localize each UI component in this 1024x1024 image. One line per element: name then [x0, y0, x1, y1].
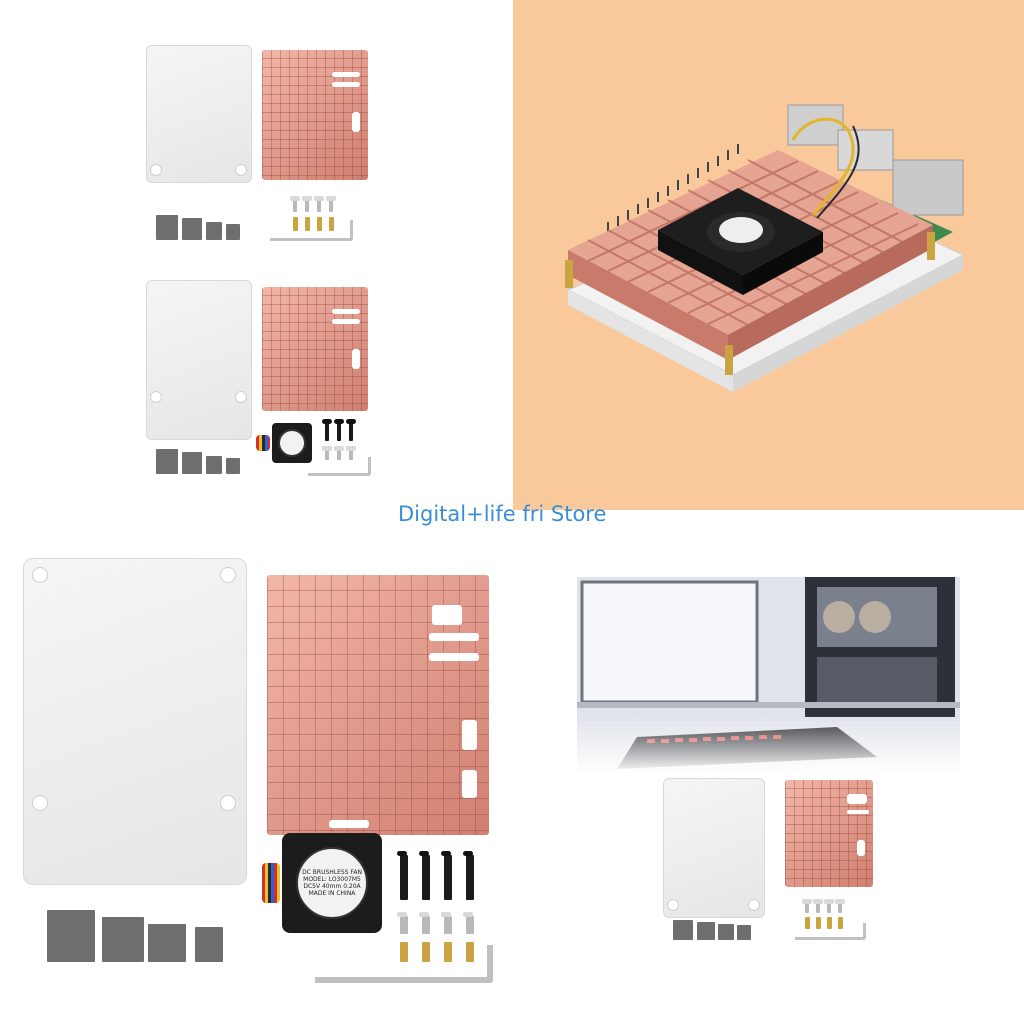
acrylic-plate [663, 778, 765, 918]
thermal-pad [182, 218, 202, 240]
thermal-pad [718, 924, 734, 940]
thermal-pad [156, 215, 178, 240]
kit-panel-with-fan [140, 275, 380, 480]
copper-heatsink [262, 50, 368, 180]
black-bolt [397, 851, 408, 900]
screw [813, 899, 823, 913]
brass-standoff [444, 942, 452, 962]
cooling-fan [256, 423, 312, 463]
screw [835, 899, 845, 913]
thermal-pad [148, 924, 186, 962]
brass-standoff [329, 217, 334, 231]
brass-standoff [816, 917, 821, 929]
thermal-pad [206, 222, 222, 240]
fan-label-line3: DC5V 40mm 0.20A [303, 883, 361, 890]
screw [290, 196, 300, 212]
brass-standoff [827, 917, 832, 929]
thermal-pad [737, 925, 751, 940]
hex-wrench [795, 923, 866, 940]
fan-label-line2: MODEL: LO3007M5 [303, 876, 361, 883]
screw [463, 912, 474, 934]
copper-heatsink [785, 780, 873, 887]
acrylic-plate [146, 45, 252, 183]
brass-standoff [838, 917, 843, 929]
thermal-pad [673, 920, 693, 940]
screw [346, 446, 356, 460]
screw [802, 899, 812, 913]
thermal-pad [697, 922, 715, 940]
brass-standoff [400, 942, 408, 962]
hex-wrench [308, 457, 371, 476]
hex-wrench [270, 220, 353, 241]
screw [334, 446, 344, 460]
lifestyle-kit [655, 775, 890, 945]
thermal-pad [226, 224, 240, 240]
thermal-pad [102, 917, 144, 962]
thermal-pad [195, 927, 223, 962]
black-bolt [463, 851, 474, 900]
cooling-fan: DC BRUSHLESS FAN MODEL: LO3007M5 DC5V 40… [262, 833, 382, 933]
kit-panel-large: DC BRUSHLESS FAN MODEL: LO3007M5 DC5V 40… [15, 550, 500, 1020]
copper-heatsink [262, 287, 368, 411]
thermal-pad [206, 456, 222, 474]
kit-panel-no-fan [140, 40, 380, 245]
hex-wrench [315, 945, 493, 983]
black-bolt [419, 851, 430, 900]
lifestyle-scene [577, 577, 960, 774]
assembled-board-illustration [565, 104, 965, 392]
screw [397, 912, 408, 934]
fan-label-line1: DC BRUSHLESS FAN [302, 869, 362, 876]
screw [419, 912, 430, 934]
black-bolt [346, 419, 356, 441]
screw [322, 446, 332, 460]
black-bolt [441, 851, 452, 900]
thermal-pad [226, 458, 240, 474]
thermal-pad [182, 452, 202, 474]
fan-label-line4: MADE IN CHINA [308, 890, 356, 897]
brass-standoff [422, 942, 430, 962]
screw [824, 899, 834, 913]
assembled-board-photo [513, 0, 1024, 510]
brass-standoff [305, 217, 310, 231]
brass-standoff [293, 217, 298, 231]
black-bolt [322, 419, 332, 441]
thermal-pad [47, 910, 95, 962]
acrylic-plate [146, 280, 252, 440]
black-bolt [334, 419, 344, 441]
brass-standoff [466, 942, 474, 962]
store-watermark: Digital+life fri Store [398, 502, 607, 526]
screw [302, 196, 312, 212]
acrylic-plate [23, 558, 247, 885]
thermal-pad [156, 449, 178, 474]
brass-standoff [805, 917, 810, 929]
brass-standoff [317, 217, 322, 231]
screw [441, 912, 452, 934]
copper-heatsink [267, 575, 489, 835]
screw [314, 196, 324, 212]
screw [326, 196, 336, 212]
